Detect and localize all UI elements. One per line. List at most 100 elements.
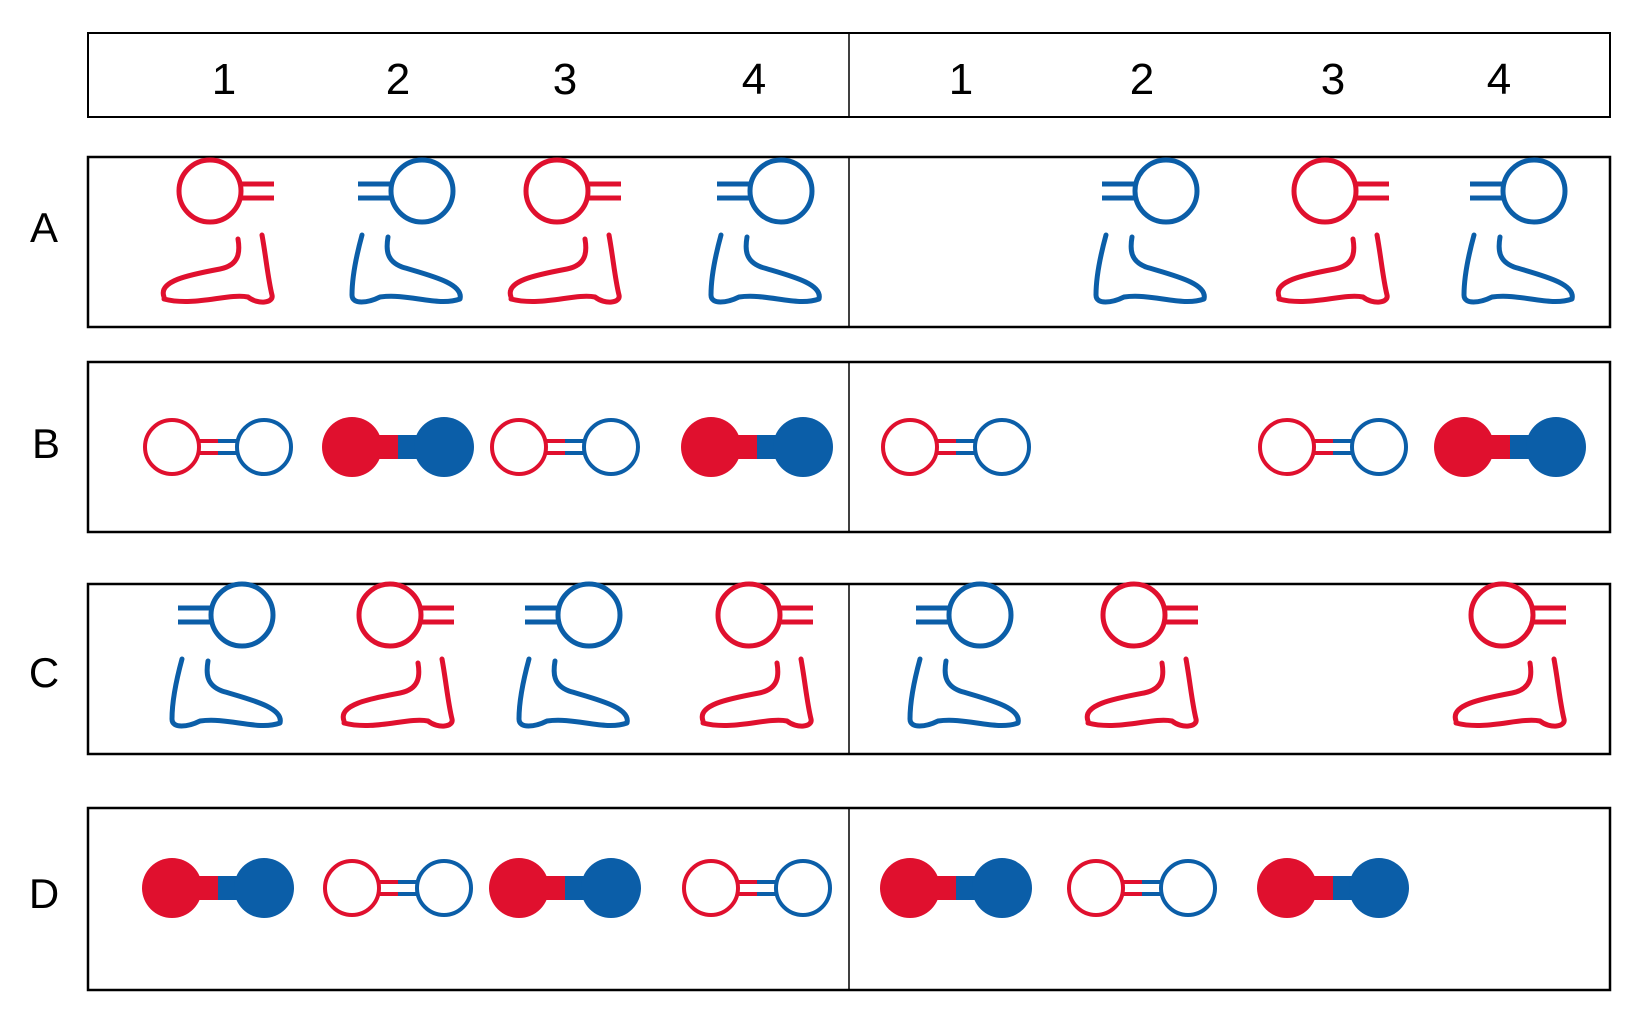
row-d-right-2-dumbbell-end-blue xyxy=(1159,859,1217,917)
row-d: D xyxy=(29,806,1612,992)
row-d-right-3-dumbbell-end-blue xyxy=(1349,858,1409,918)
row-a-left-2-probe-foot xyxy=(349,232,463,305)
row-label-b: B xyxy=(32,420,60,467)
row-a-right-3-probe-foot xyxy=(1275,232,1390,305)
row-d-left-4-dumbbell xyxy=(682,859,832,917)
row-a-right-3-probe xyxy=(1275,157,1390,305)
row-a-right-4-probe xyxy=(1461,157,1575,305)
row-a-left-1-probe-loop xyxy=(176,157,244,225)
row-a-left-3-probe xyxy=(507,157,622,305)
row-a-right-4-probe-loop xyxy=(1500,157,1568,225)
row-b-left-4-dumbbell-end-red xyxy=(681,417,741,477)
row-b-left-3-dumbbell-end-blue xyxy=(582,418,640,476)
row-c-left-4-probe-loop xyxy=(715,581,783,649)
row-b-symbols xyxy=(143,417,1586,477)
row-c-left-4-probe-foot xyxy=(699,656,814,729)
row-b-right-1-dumbbell-end-blue xyxy=(973,418,1031,476)
row-c-left-2-probe-loop xyxy=(356,581,424,649)
row-c-left-3-probe-foot xyxy=(516,656,630,729)
row-d-left-2-dumbbell-end-red xyxy=(323,859,381,917)
row-d-right-1-dumbbell-end-blue xyxy=(972,858,1032,918)
row-d-left-1-dumbbell-end-red xyxy=(142,858,202,918)
row-b-left-1-dumbbell-end-blue xyxy=(235,418,293,476)
row-c-right-2-probe xyxy=(1084,581,1199,729)
row-d-left-1-dumbbell xyxy=(142,858,294,918)
row-a-left-4-probe-foot xyxy=(708,232,822,305)
row-label-a: A xyxy=(30,204,58,251)
header-number-left-4: 4 xyxy=(742,55,766,104)
row-label-c: C xyxy=(29,649,59,696)
row-a-left-3-probe-loop xyxy=(523,157,591,225)
row-b-left-2-dumbbell-end-red xyxy=(322,417,382,477)
row-a-left-3-probe-foot xyxy=(507,232,622,305)
row-c-left-2-probe-foot xyxy=(340,656,455,729)
row-c-right-1-probe-loop xyxy=(946,581,1014,649)
header-number-right-1: 1 xyxy=(949,55,973,104)
row-c-left-1-probe-loop xyxy=(208,581,276,649)
row-b-left-1-dumbbell-end-red xyxy=(143,418,201,476)
header-row: 1 2 3 4 1 2 3 4 xyxy=(87,32,1611,118)
row-b-left-4-dumbbell-end-blue xyxy=(773,417,833,477)
row-b-right-3-dumbbell xyxy=(1258,418,1408,476)
row-c-left-2-probe xyxy=(340,581,455,729)
row-a-right-2-probe xyxy=(1093,157,1207,305)
row-c-symbols xyxy=(169,581,1567,729)
row-d-right-1-dumbbell xyxy=(880,858,1032,918)
header-number-left-3: 3 xyxy=(553,55,577,104)
row-d-left-4-dumbbell-end-red xyxy=(682,859,740,917)
row-d-left-2-dumbbell xyxy=(323,859,473,917)
row-c-left-1-probe-foot xyxy=(169,656,283,729)
row-c-right-1-probe xyxy=(907,581,1021,729)
header-number-right-2: 2 xyxy=(1130,55,1154,104)
row-b-left-4-dumbbell xyxy=(681,417,833,477)
row-d-left-1-dumbbell-end-blue xyxy=(234,858,294,918)
row-a-left-4-probe-loop xyxy=(747,157,815,225)
row-d-left-2-dumbbell-end-blue xyxy=(415,859,473,917)
header-number-right-3: 3 xyxy=(1321,55,1345,104)
header-number-left-1: 1 xyxy=(212,55,236,104)
row-a-right-2-probe-loop xyxy=(1132,157,1200,225)
row-a-left-4-probe xyxy=(708,157,822,305)
row-d-left-3-dumbbell-end-red xyxy=(489,858,549,918)
row-a-left-2-probe xyxy=(349,157,463,305)
row-c-left-3-probe xyxy=(516,581,630,729)
row-b-left-1-dumbbell xyxy=(143,418,293,476)
row-c-right-4-probe xyxy=(1452,581,1567,729)
row-c-right-1-probe-foot xyxy=(907,656,1021,729)
row-c-right-4-probe-loop xyxy=(1468,581,1536,649)
header-number-right-4: 4 xyxy=(1487,55,1511,104)
row-d-right-2-dumbbell xyxy=(1067,859,1217,917)
row-d-right-3-dumbbell-end-red xyxy=(1257,858,1317,918)
row-b-right-3-dumbbell-end-blue xyxy=(1350,418,1408,476)
row-a-left-1-probe-foot xyxy=(160,232,275,305)
row-a-left-2-probe-loop xyxy=(388,157,456,225)
row-c-left-3-probe-loop xyxy=(555,581,623,649)
header-number-left-2: 2 xyxy=(386,55,410,104)
row-b-right-1-dumbbell-end-red xyxy=(881,418,939,476)
row-b-left-2-dumbbell xyxy=(322,417,474,477)
row-c-right-2-probe-foot xyxy=(1084,656,1199,729)
row-a-symbols xyxy=(160,157,1575,305)
row-b: B xyxy=(32,360,1612,534)
row-b-left-3-dumbbell-end-red xyxy=(490,418,548,476)
row-a: A xyxy=(30,155,1612,329)
row-label-d: D xyxy=(29,870,59,917)
row-a-right-3-probe-loop xyxy=(1291,157,1359,225)
row-c-left-4-probe xyxy=(699,581,814,729)
row-d-right-2-dumbbell-end-red xyxy=(1067,859,1125,917)
row-a-right-2-probe-foot xyxy=(1093,232,1207,305)
row-b-right-4-dumbbell-end-red xyxy=(1434,417,1494,477)
row-d-left-3-dumbbell xyxy=(489,858,641,918)
row-b-right-4-dumbbell-end-blue xyxy=(1526,417,1586,477)
row-d-symbols xyxy=(142,858,1409,918)
row-b-right-4-dumbbell xyxy=(1434,417,1586,477)
row-c-right-4-probe-foot xyxy=(1452,656,1567,729)
row-d-left-3-dumbbell-end-blue xyxy=(581,858,641,918)
row-b-right-1-dumbbell xyxy=(881,418,1031,476)
row-c-right-2-probe-loop xyxy=(1100,581,1168,649)
row-c-left-1-probe xyxy=(169,581,283,729)
row-d-left-4-dumbbell-end-blue xyxy=(774,859,832,917)
row-c: C xyxy=(29,581,1612,756)
row-a-left-1-probe xyxy=(160,157,275,305)
